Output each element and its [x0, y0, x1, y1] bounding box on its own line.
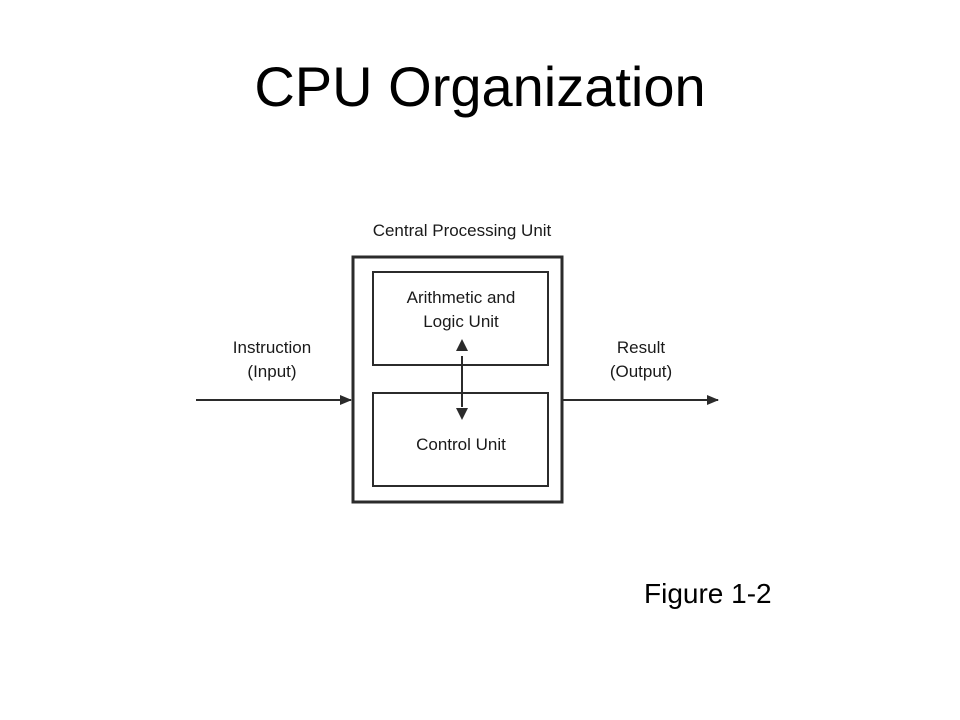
control-unit-label: Control Unit — [416, 435, 506, 454]
arrowhead-down-icon — [456, 408, 468, 420]
slide-title: CPU Organization — [254, 55, 706, 118]
control-unit-box — [372, 392, 549, 487]
output-label-line1: Result — [617, 338, 665, 357]
input-label-line2: (Input) — [247, 362, 296, 381]
alu-label-line1: Arithmetic and — [407, 288, 516, 307]
arrowhead-up-icon — [456, 339, 468, 351]
alu-label-line2: Logic Unit — [423, 312, 499, 331]
figure-caption: Figure 1-2 — [644, 578, 772, 609]
cpu-label: Central Processing Unit — [373, 221, 552, 240]
input-label-line1: Instruction — [233, 338, 311, 357]
output-label-line2: (Output) — [610, 362, 672, 381]
cpu-box — [351, 255, 564, 504]
alu-box — [372, 271, 549, 366]
